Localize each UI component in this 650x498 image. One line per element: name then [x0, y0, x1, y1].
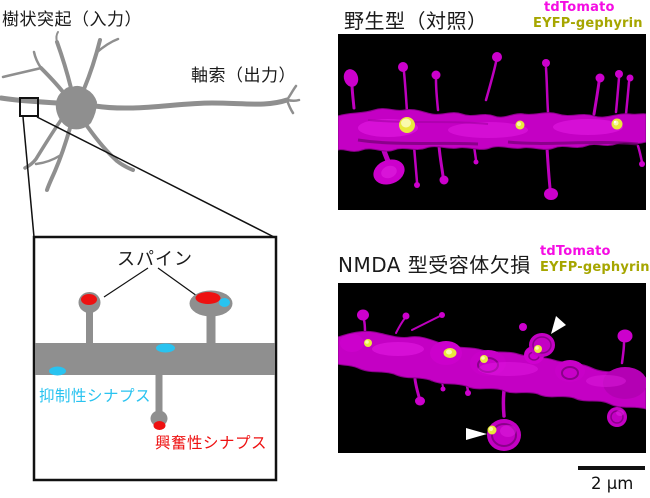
gephyrin-puncta — [364, 339, 488, 363]
excitatory-synapse-label: 興奮性シナプス — [155, 434, 268, 452]
wild-type-micrograph — [338, 34, 646, 210]
inhibitory-synapse-label: 抑制性シナプス — [39, 387, 152, 405]
gephyrin-puncta — [399, 117, 623, 133]
nmda-ko-title: NMDA 型受容体欠損 — [338, 253, 531, 277]
arrowhead-icon — [466, 428, 487, 440]
inhibitory-synapse-mark — [49, 366, 66, 376]
neuron-schematic — [0, 31, 301, 482]
mislocalized-spine-bottom — [487, 419, 521, 451]
arrowhead-icon — [551, 316, 566, 334]
spine-down — [150, 374, 168, 430]
axon — [92, 97, 290, 111]
scale-bar-label: 2 μm — [591, 474, 634, 493]
mislocalized-spine-top — [529, 333, 555, 357]
wild-type-title: 野生型（対照） — [344, 9, 488, 33]
ko-legend-eyfp-gephyrin: EYFP-gephyrin — [540, 260, 650, 275]
excitatory-synapse-mark — [81, 294, 97, 305]
inhibitory-synapse-mark — [156, 343, 175, 353]
scale-bar — [578, 466, 645, 470]
spine-small — [78, 292, 101, 345]
spine-large — [189, 290, 233, 345]
inset-dendrite-shaft — [35, 343, 275, 375]
wt-legend-eyfp-gephyrin: EYFP-gephyrin — [533, 16, 643, 31]
detached-blob-right — [607, 407, 627, 427]
dendrite-shaft — [338, 108, 646, 152]
excitatory-synapse-mark — [153, 421, 166, 430]
ko-legend-tdtomato: tdTomato — [540, 244, 611, 259]
neuron-processes — [0, 31, 301, 192]
dendrite-label: 樹状突起（入力） — [2, 10, 142, 30]
axon-label: 軸索（出力） — [191, 66, 296, 86]
excitatory-synapse-mark — [195, 292, 221, 304]
dendrite-left — [0, 95, 61, 106]
inhibitory-synapse-mark — [219, 298, 230, 307]
spine-label: スパイン — [117, 249, 193, 270]
soma — [55, 85, 97, 130]
wt-legend-tdtomato: tdTomato — [544, 0, 615, 15]
magnified-region-box — [19, 97, 39, 117]
nmda-ko-micrograph — [338, 283, 646, 453]
